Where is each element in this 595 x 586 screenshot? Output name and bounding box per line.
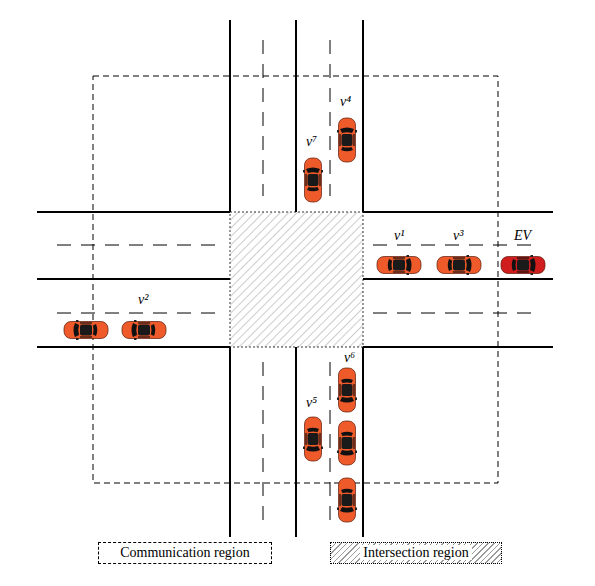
vehicle-label: v⁴ — [340, 95, 351, 109]
legend-text: Communication region — [120, 545, 249, 560]
lane-divider — [373, 245, 540, 246]
road-edges — [37, 20, 553, 537]
vehicle-label: v³ — [453, 229, 463, 243]
car — [377, 255, 421, 275]
vehicle-label: v¹ — [394, 229, 404, 243]
car — [437, 255, 481, 275]
road-edge — [363, 278, 553, 280]
lane-divider — [57, 313, 222, 314]
car — [64, 320, 108, 340]
vehicle-label: v⁷ — [306, 135, 317, 149]
road-edge — [295, 20, 297, 212]
road-edge — [37, 278, 230, 280]
vehicle-label: v⁶ — [344, 351, 355, 365]
road-edge — [295, 347, 297, 537]
road-edge — [37, 211, 230, 213]
vehicle-label: EV — [514, 229, 531, 243]
lane-divider — [57, 245, 222, 246]
car — [303, 417, 323, 461]
lane-divider — [263, 40, 264, 196]
emergency-vehicle — [501, 255, 545, 275]
vehicle-label: v² — [138, 293, 148, 307]
car — [337, 118, 357, 162]
car — [303, 158, 323, 202]
road-edge — [229, 347, 231, 537]
vehicle-label: v⁵ — [306, 396, 317, 410]
legend-entry: Communication region — [98, 542, 272, 564]
road-edge — [229, 20, 231, 212]
lane-dividers — [57, 40, 540, 520]
car — [337, 368, 357, 412]
lane-divider — [330, 40, 331, 196]
car — [122, 320, 166, 340]
intersection-region — [230, 212, 363, 347]
lane-divider — [373, 313, 540, 314]
road-edge — [362, 20, 364, 212]
road-edge — [37, 346, 230, 348]
car — [337, 478, 357, 522]
lane-divider — [330, 362, 331, 520]
lane-divider — [263, 362, 264, 520]
road-edge — [363, 346, 553, 348]
car — [337, 421, 357, 465]
legend-text: Intersection region — [360, 545, 471, 560]
vehicles — [64, 118, 545, 522]
road-edge — [362, 347, 364, 537]
legend-entry: Intersection region — [330, 542, 502, 564]
road-edge — [363, 211, 553, 213]
